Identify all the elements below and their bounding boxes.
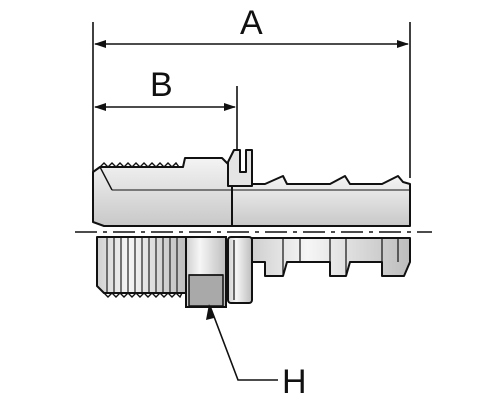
dimension-b-label: B	[150, 66, 173, 104]
collar-notch	[227, 149, 253, 187]
thread-ridges	[106, 238, 178, 292]
barb-tail-lower	[251, 237, 411, 277]
hex-flat-face	[188, 274, 224, 307]
thread-teeth-lower	[103, 292, 183, 299]
collar-lower	[227, 236, 253, 304]
leader-h	[209, 305, 278, 381]
thread-body-upper	[92, 157, 233, 227]
thread-chamfer-line	[99, 166, 113, 191]
upper-body	[92, 149, 411, 227]
leader-h-arrowhead	[206, 304, 214, 320]
thread-teeth-upper	[99, 161, 180, 168]
dimension-a-label: A	[240, 4, 263, 42]
hex-label: H	[282, 363, 307, 400]
lower-body	[96, 236, 411, 308]
barb-tail-ridges	[282, 239, 399, 276]
barb-tail-upper	[231, 175, 411, 227]
